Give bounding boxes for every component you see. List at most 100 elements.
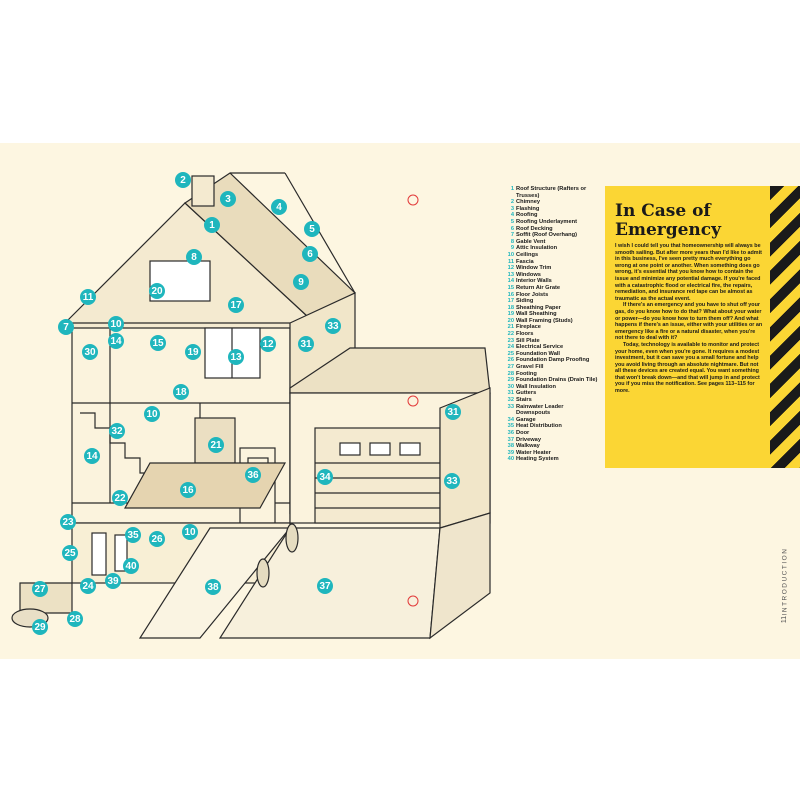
diagram-marker-number: 37 [319,581,331,592]
legend-number: 18 [507,304,514,311]
legend-number: 17 [507,298,514,305]
legend-label: Stairs [516,397,532,403]
callout-paragraph: If there's an emergency and you have to … [615,302,763,342]
legend-number: 15 [507,284,514,291]
legend-label: Fireplace [516,324,541,331]
callout-body: I wish I could tell you that homeownersh… [615,243,765,395]
diagram-marker-number: 32 [111,426,123,437]
diagram-marker: 15 [150,335,166,351]
diagram-marker-number: 38 [207,582,219,593]
legend-label: Gravel Fill [516,364,544,371]
diagram-marker: 25 [62,545,78,561]
legend-label: Ceilings [516,251,539,258]
diagram-marker-number: 30 [84,347,96,358]
legend-number: 9 [510,245,514,252]
legend-label: Flashing [516,205,540,212]
callout-paragraph: I wish I could tell you that homeownersh… [615,243,762,302]
legend-label: Roofing Underlayment [516,218,577,225]
diagram-marker: 37 [317,578,333,594]
legend-label: Wall Framing (Studs) [516,317,573,324]
diagram-marker: 7 [58,319,74,335]
hazard-stripe-band [770,186,800,468]
diagram-marker-number: 4 [276,202,282,213]
legend-label: Foundation Damp Proofing [516,357,590,364]
legend-number: 31 [507,390,514,397]
diagram-marker-number: 6 [307,249,313,260]
legend-label: Window Trim [516,265,552,272]
diagram-marker-number: 1 [209,220,215,231]
legend-label: Electrical Service [516,344,564,351]
legend-label: Foundation Wall [516,350,561,357]
diagram-marker: 17 [228,297,244,313]
diagram-marker-number: 12 [262,339,274,350]
diagram-marker-number: 8 [191,252,197,263]
legend-number: 21 [507,324,514,331]
diagram-marker: 31 [298,336,314,352]
diagram-marker-number: 15 [152,338,164,349]
legend-label: Roofing [516,212,538,219]
legend-number: 6 [510,225,514,232]
diagram-marker-number: 31 [300,339,312,350]
diagram-marker: 22 [112,490,128,506]
diagram-marker-number: 34 [319,472,331,483]
diagram-marker-number: 24 [82,581,94,592]
diagram-marker: 34 [317,469,333,485]
diagram-marker: 40 [123,558,139,574]
diagram-marker: 26 [149,531,165,547]
diagram-marker-number: 2 [180,175,186,186]
diagram-marker-number: 10 [146,409,158,420]
diagram-marker: 20 [149,283,165,299]
diagram-marker: 35 [125,527,141,543]
legend-number: 20 [507,317,514,324]
legend-number: 11 [507,258,514,265]
legend-label: Walkway [516,443,540,450]
diagram-marker-number: 5 [309,224,315,235]
diagram-marker-number: 23 [62,517,74,528]
diagram-marker: 1 [204,217,220,233]
diagram-marker-number: 10 [110,319,122,330]
diagram-marker-number: 21 [210,440,222,451]
diagram-marker: 16 [180,482,196,498]
diagram-marker: 4 [271,199,287,215]
diagram-marker-number: 19 [187,347,199,358]
diagram-marker: 10 [144,406,160,422]
diagram-marker: 13 [228,349,244,365]
diagram-marker-number: 33 [327,321,339,332]
diagram-marker: 30 [82,344,98,360]
diagram-marker-number: 13 [230,352,242,363]
diagram-marker-number: 9 [298,277,304,288]
legend-label: Windows [516,271,541,278]
legend-number: 27 [507,364,514,371]
legend-label: Heat Distribution [516,423,562,430]
legend-label: Garage [516,416,536,423]
legend-number: 35 [507,423,514,430]
legend-number: 30 [507,383,514,390]
diagram-marker-number: 14 [86,451,98,462]
diagram-marker-number: 11 [83,292,94,303]
diagram-marker-number: 35 [127,530,139,541]
diagram-marker-number: 36 [247,470,259,481]
legend-number: 33 [507,403,514,410]
legend-number: 24 [507,344,514,351]
legend-number: 1 [510,186,514,192]
legend-number: 16 [507,291,514,298]
